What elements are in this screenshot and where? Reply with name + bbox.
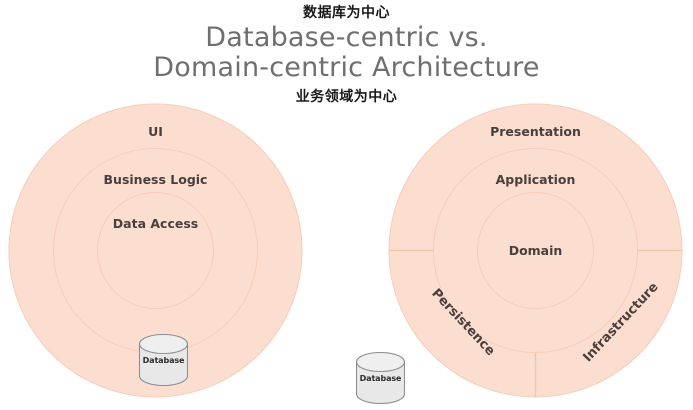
diagram-domain-centric: Presentation Application Domain Persiste… [388,103,683,398]
cylinder-top [355,351,406,373]
diagram-database-centric: UI Business Logic Data Access Database [8,103,303,398]
cylinder-body [355,361,406,405]
cylinder-top [138,333,189,355]
ring-data-access [97,192,214,309]
database-cylinder-icon: Database [136,333,191,391]
page-title-line-2: Domain-centric Architecture [153,52,540,83]
ring-domain [477,192,594,309]
database-centric-rings [8,103,303,398]
annotation-domain-centric: 业务领域为中心 [295,89,398,105]
annotation-database-centric: 数据库为中心 [303,5,390,21]
page-title-line-1: Database-centric vs. [205,22,488,53]
cylinder-body [138,343,189,387]
external-database-cylinder-icon: Database [353,351,408,409]
domain-centric-rings [388,103,683,398]
